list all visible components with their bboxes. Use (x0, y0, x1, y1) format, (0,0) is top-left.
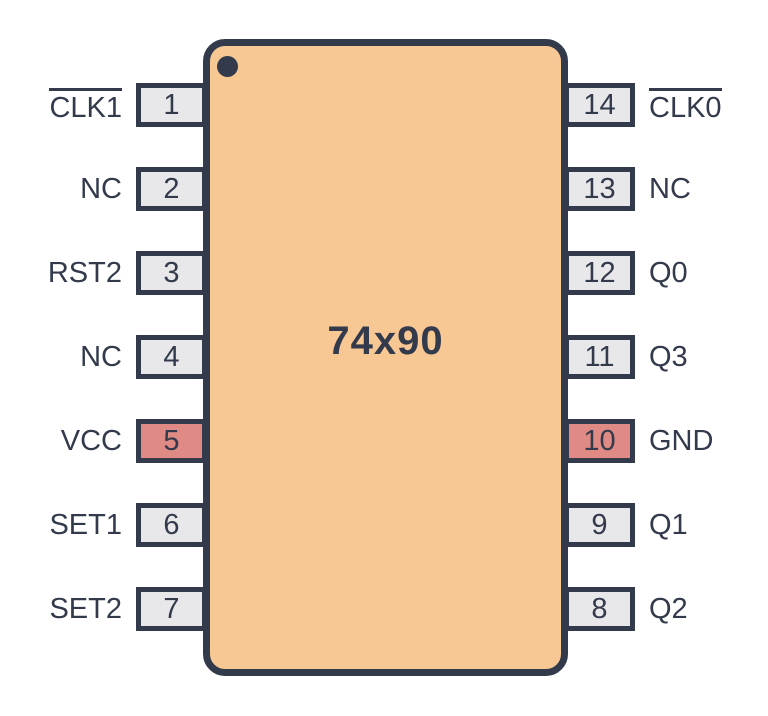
pin-label-set1: SET1 (49, 508, 122, 541)
pin-row-12: 12 Q0 (564, 251, 768, 295)
pin-number: 8 (591, 592, 608, 625)
pin-label-vcc: VCC (60, 424, 122, 457)
pin-number-box-6: 6 (136, 503, 207, 547)
pin-label-clk0: CLK0 (649, 87, 722, 123)
pin-number: 9 (591, 508, 608, 541)
pin-label-q1: Q1 (649, 508, 688, 541)
pin-number: 14 (583, 88, 616, 121)
pin-number-box-5: 5 (136, 419, 207, 463)
pin-number: 12 (583, 256, 616, 289)
pin-row-7: SET2 7 (0, 587, 207, 631)
pin-row-11: 11 Q3 (564, 335, 768, 379)
pin-row-8: 8 Q2 (564, 587, 768, 631)
pin-label-q3: Q3 (649, 340, 688, 373)
pin-label-clk1: CLK1 (49, 87, 122, 123)
pin-number-box-1: 1 (136, 83, 207, 127)
pin-label-nc-13: NC (649, 172, 691, 205)
pin1-indicator-dot (217, 56, 238, 77)
left-pin-column: CLK1 1 NC 2 RST2 3 NC 4 VCC 5 SET1 6 SET… (0, 83, 207, 631)
pin-number: 3 (163, 256, 180, 289)
pin-number-box-2: 2 (136, 167, 207, 211)
pin-number: 7 (163, 592, 180, 625)
pin-number-box-9: 9 (564, 503, 635, 547)
pin-row-6: SET1 6 (0, 503, 207, 547)
pin-row-1: CLK1 1 (0, 83, 207, 127)
pin-label-nc-4: NC (80, 340, 122, 373)
pin-number: 2 (163, 172, 180, 205)
pin-number: 13 (583, 172, 616, 205)
pin-number-box-7: 7 (136, 587, 207, 631)
pin-label-q2: Q2 (649, 592, 688, 625)
pin-number-box-8: 8 (564, 587, 635, 631)
chip-name: 74x90 (327, 319, 444, 363)
pin-row-10: 10 GND (564, 419, 768, 463)
pin-row-3: RST2 3 (0, 251, 207, 295)
pin-number-box-14: 14 (564, 83, 635, 127)
pin-number: 5 (163, 424, 180, 457)
pin-number-box-12: 12 (564, 251, 635, 295)
pin-number-box-13: 13 (564, 167, 635, 211)
pin-row-9: 9 Q1 (564, 503, 768, 547)
pin-label-q0: Q0 (649, 256, 688, 289)
pin-number: 11 (584, 340, 615, 373)
pin-row-14: 14 CLK0 (564, 83, 768, 127)
pin-label-nc-2: NC (80, 172, 122, 205)
pin-number: 10 (583, 424, 616, 457)
pin-label-set2: SET2 (49, 592, 122, 625)
pin-number: 1 (163, 88, 180, 121)
pin-row-13: 13 NC (564, 167, 768, 211)
pin-row-5: VCC 5 (0, 419, 207, 463)
pin-number: 4 (163, 340, 180, 373)
pin-number: 6 (163, 508, 180, 541)
pin-number-box-11: 11 (564, 335, 635, 379)
pin-row-4: NC 4 (0, 335, 207, 379)
pin-label-rst2: RST2 (47, 256, 122, 289)
pin-number-box-3: 3 (136, 251, 207, 295)
pin-row-2: NC 2 (0, 167, 207, 211)
right-pin-column: 14 CLK0 13 NC 12 Q0 11 Q3 10 GND 9 Q1 8 … (564, 83, 768, 631)
pin-number-box-4: 4 (136, 335, 207, 379)
pin-label-gnd: GND (649, 424, 714, 457)
pin-number-box-10: 10 (564, 419, 635, 463)
